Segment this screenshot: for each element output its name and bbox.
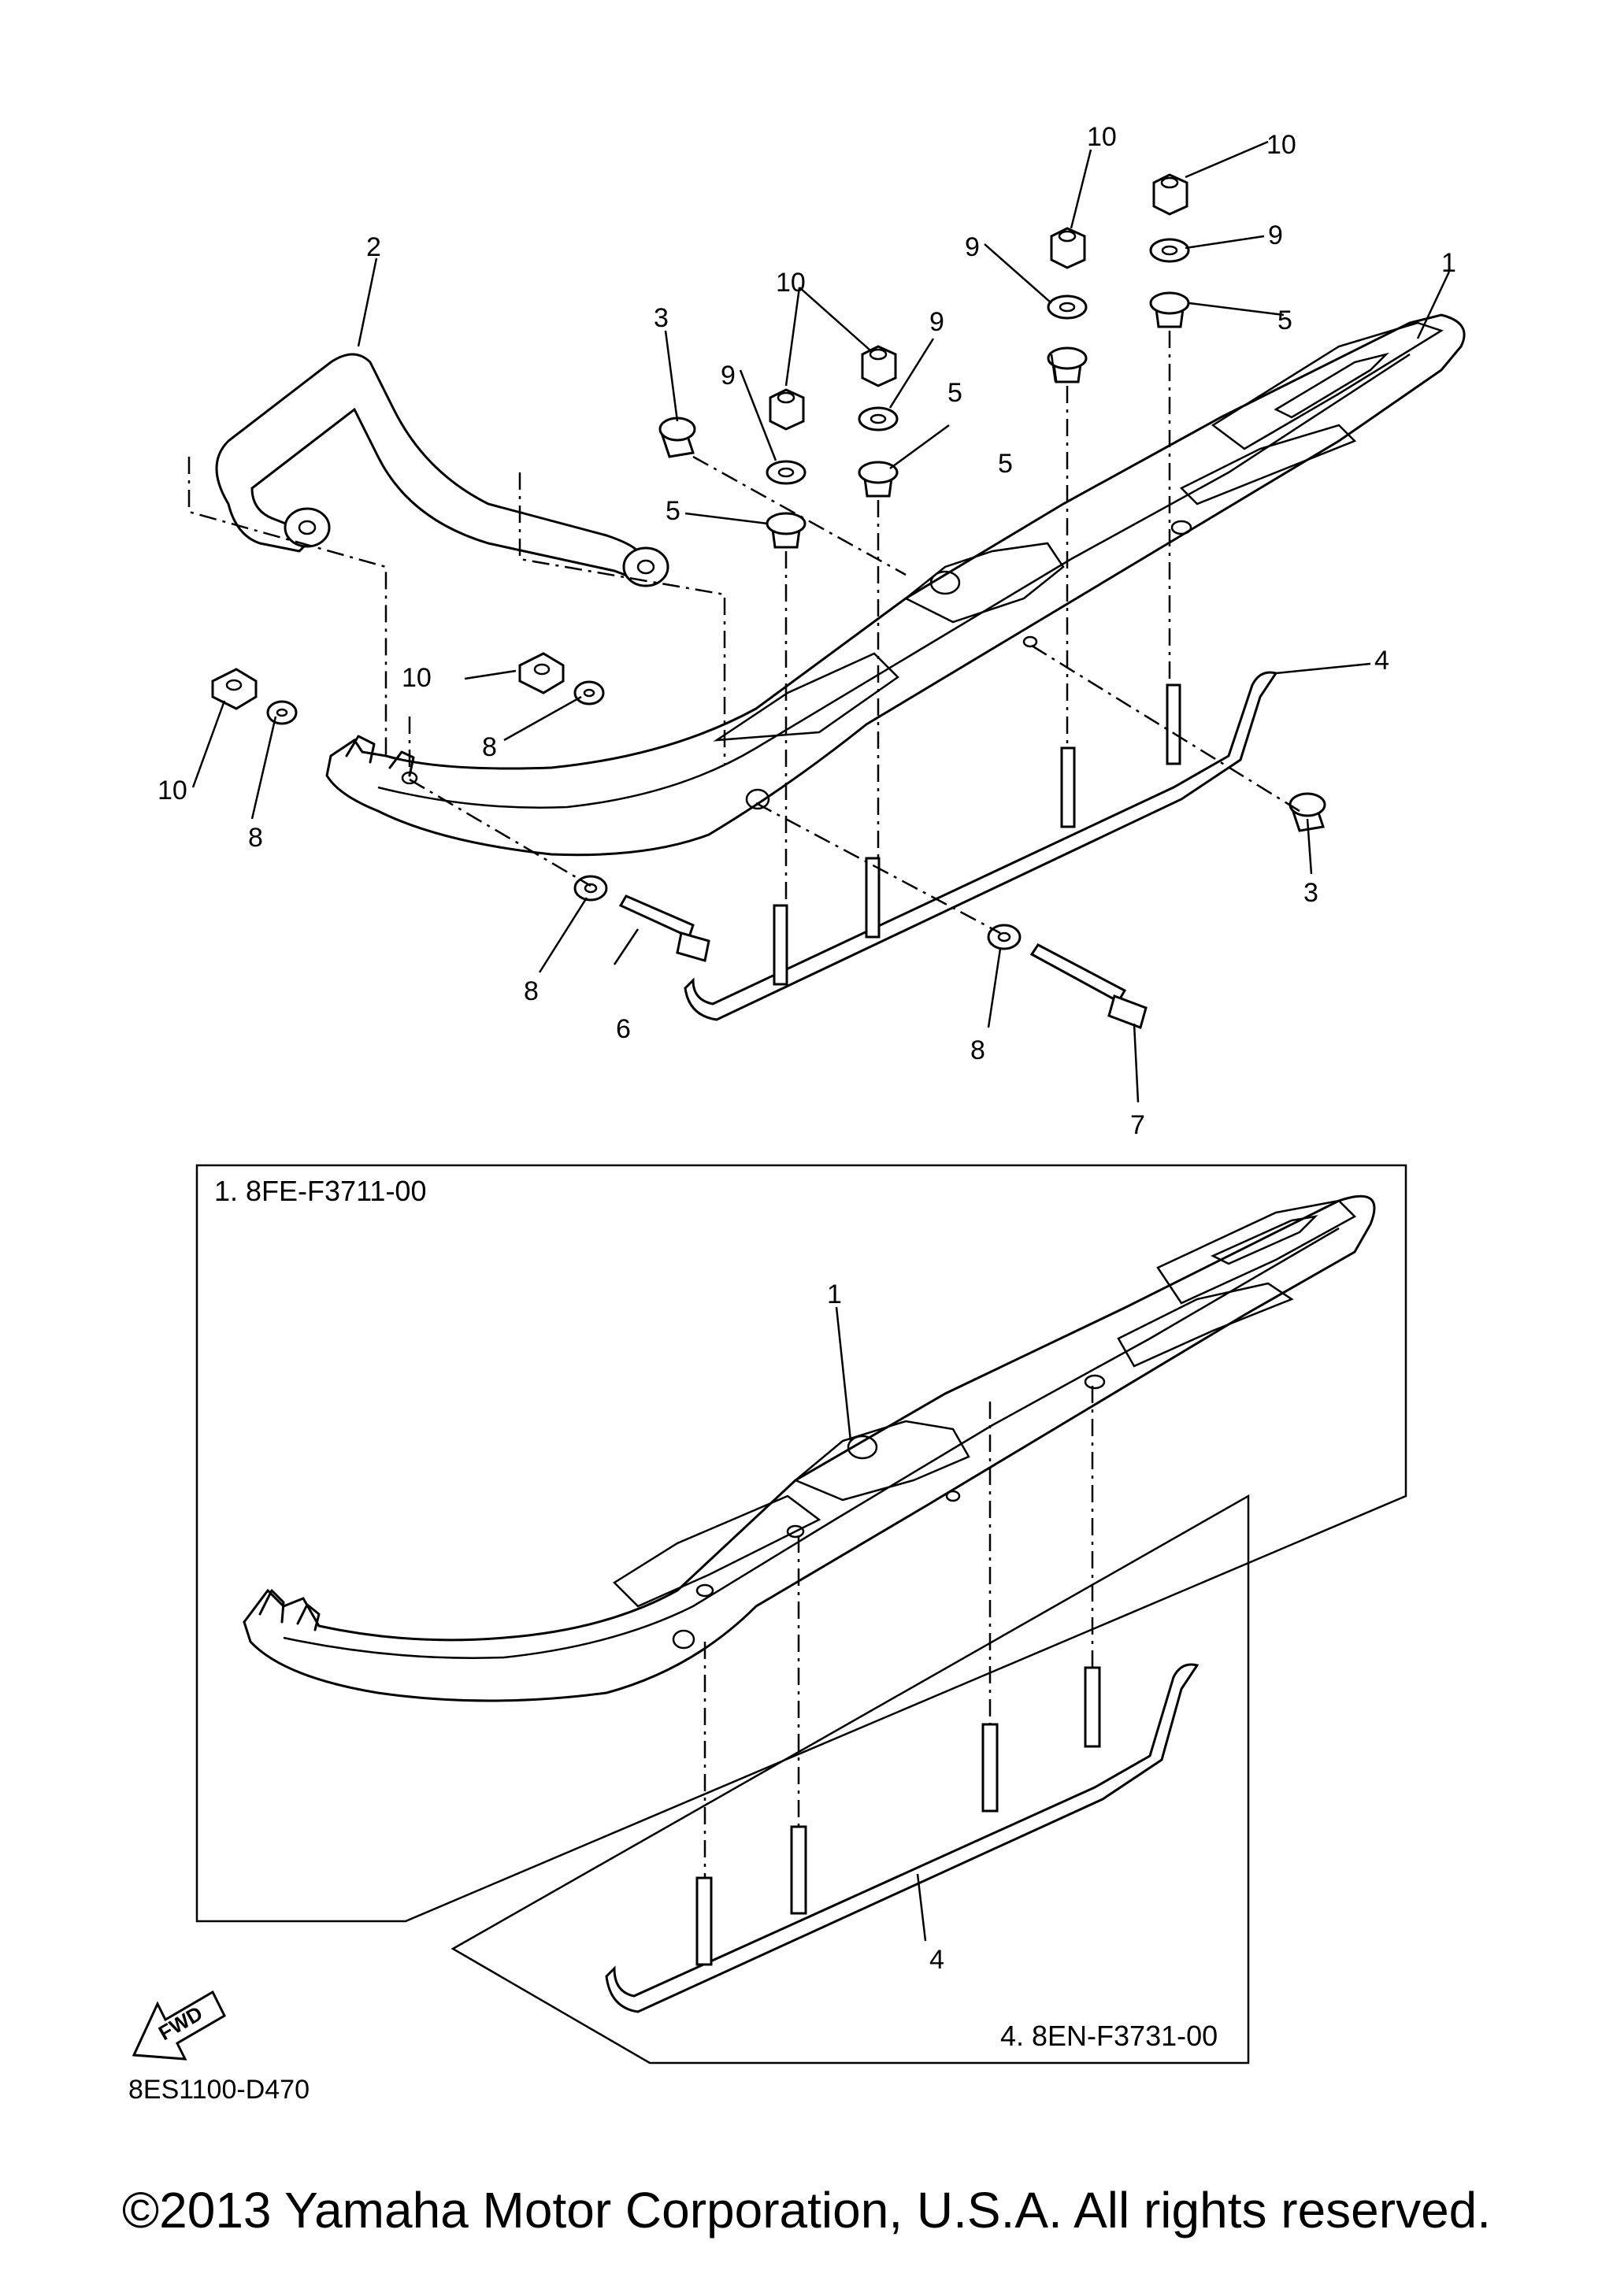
callout-8: 8 bbox=[970, 1035, 985, 1065]
handle bbox=[215, 353, 669, 587]
box-runner bbox=[451, 1494, 1250, 2065]
copyright-notice: ©2013 Yamaha Motor Corporation, U.S.A. A… bbox=[121, 2182, 1492, 2239]
runner-lower bbox=[605, 1663, 1200, 2013]
callout-1: 1 bbox=[1441, 248, 1456, 278]
callout-2: 2 bbox=[366, 232, 381, 262]
callout-10: 10 bbox=[1266, 130, 1296, 160]
callout-5: 5 bbox=[666, 496, 680, 526]
callout-5: 5 bbox=[1277, 306, 1292, 335]
fwd-arrow-icon: FWD bbox=[132, 1990, 226, 2061]
leader-line bbox=[835, 1306, 852, 1442]
reference-code: 8ES1100-D470 bbox=[128, 2075, 310, 2105]
callout-5: 5 bbox=[947, 378, 962, 408]
callout-9: 9 bbox=[1268, 220, 1283, 250]
ski-upper bbox=[325, 313, 1466, 857]
runner-upper bbox=[684, 671, 1278, 1021]
alignment-lines bbox=[187, 331, 1300, 935]
box-ski-assembly bbox=[195, 1164, 1407, 1923]
callout-7: 7 bbox=[1130, 1110, 1145, 1140]
callout-4-lower: 4 bbox=[929, 1945, 944, 1975]
leader-line bbox=[916, 1873, 927, 1942]
callout-9: 9 bbox=[929, 307, 944, 337]
callout-10: 10 bbox=[402, 663, 432, 693]
callout-9: 9 bbox=[721, 361, 736, 391]
callout-3: 3 bbox=[1303, 878, 1318, 908]
box-label-runner: 4. 8EN-F3731-00 bbox=[1000, 2020, 1218, 2052]
ski-lower bbox=[243, 1194, 1376, 1702]
callout-3: 3 bbox=[654, 303, 669, 333]
callout-9: 9 bbox=[965, 232, 980, 262]
bolt-6 bbox=[618, 894, 710, 962]
callout-8: 8 bbox=[524, 976, 539, 1006]
callout-8: 8 bbox=[482, 732, 497, 762]
box-label-ski: 1. 8FE-F3711-00 bbox=[214, 1175, 426, 1207]
callout-6: 6 bbox=[616, 1014, 631, 1044]
leader-lines bbox=[191, 140, 1451, 1103]
hardware bbox=[211, 173, 1326, 950]
bolt-7 bbox=[1029, 943, 1148, 1029]
callout-5: 5 bbox=[998, 449, 1013, 479]
callout-10: 10 bbox=[776, 268, 806, 298]
callout-10: 10 bbox=[1087, 122, 1117, 152]
callout-4: 4 bbox=[1374, 646, 1389, 676]
callout-1-lower: 1 bbox=[827, 1279, 842, 1309]
callout-8: 8 bbox=[248, 823, 263, 853]
callout-10: 10 bbox=[158, 776, 187, 805]
